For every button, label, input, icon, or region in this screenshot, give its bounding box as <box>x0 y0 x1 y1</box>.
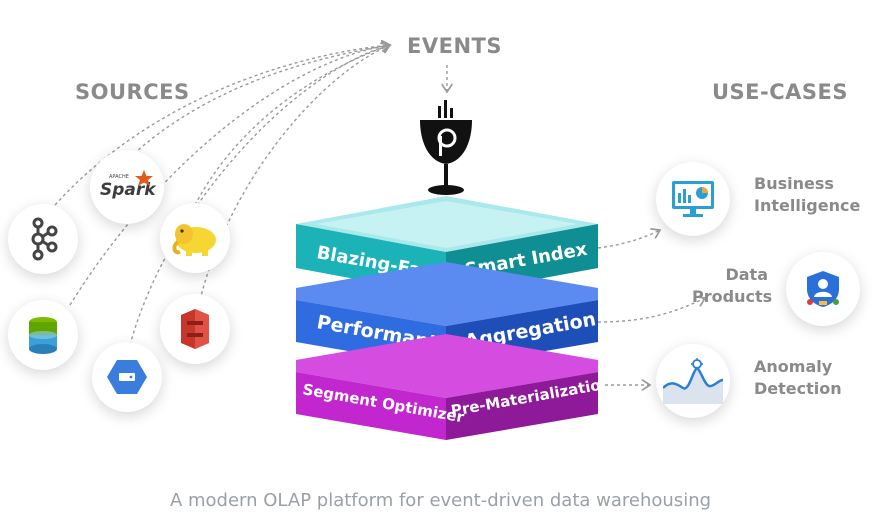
use-case-business-intelligence: Business Intelligence <box>754 174 861 215</box>
azure-data-source <box>8 300 78 370</box>
data-products-circle <box>786 252 860 326</box>
pinot-wine-glass-logo <box>420 100 472 195</box>
gcs-source <box>92 342 162 412</box>
layer-stack: Blazing-Fast Smart Index Performant Aggr… <box>296 196 602 440</box>
connector-spark <box>124 45 390 163</box>
business-intelligence-circle <box>656 162 730 236</box>
svg-text:Spark: Spark <box>100 180 157 200</box>
kafka-icon <box>31 217 58 261</box>
use-cases-heading: USE-CASES <box>712 80 848 104</box>
kafka-source <box>8 204 78 274</box>
dashboard-monitor-icon <box>672 181 714 217</box>
amazon-s3-icon <box>181 309 209 349</box>
connector-hadoop <box>194 45 390 206</box>
connector-data-products <box>597 298 705 323</box>
connector-bi <box>597 230 660 249</box>
connector-gcs <box>129 45 390 346</box>
hadoop-source <box>160 203 230 273</box>
s3-source <box>160 294 230 364</box>
google-cloud-storage-icon <box>107 360 147 394</box>
events-heading: EVENTS <box>407 34 502 58</box>
anomaly-chart-icon <box>663 358 723 404</box>
use-case-anomaly-detection: Anomaly Detection <box>754 357 842 398</box>
diagram-caption: A modern OLAP platform for event-driven … <box>169 490 712 511</box>
spark-logo-icon: APACHE Spark <box>100 170 157 200</box>
layer-pre-materialization: Segment Optimizer Pre-Materialization <box>296 334 602 440</box>
spark-source: APACHE Spark <box>90 150 164 224</box>
user-shield-icon <box>807 271 839 307</box>
sources-heading: SOURCES <box>75 80 190 104</box>
anomaly-detection-circle <box>656 344 730 418</box>
azure-database-icon <box>29 317 57 354</box>
hadoop-elephant-icon <box>172 224 216 256</box>
svg-text:APACHE: APACHE <box>109 174 129 180</box>
connector-azure <box>69 45 390 306</box>
use-case-data-products: Data Products <box>692 265 773 306</box>
